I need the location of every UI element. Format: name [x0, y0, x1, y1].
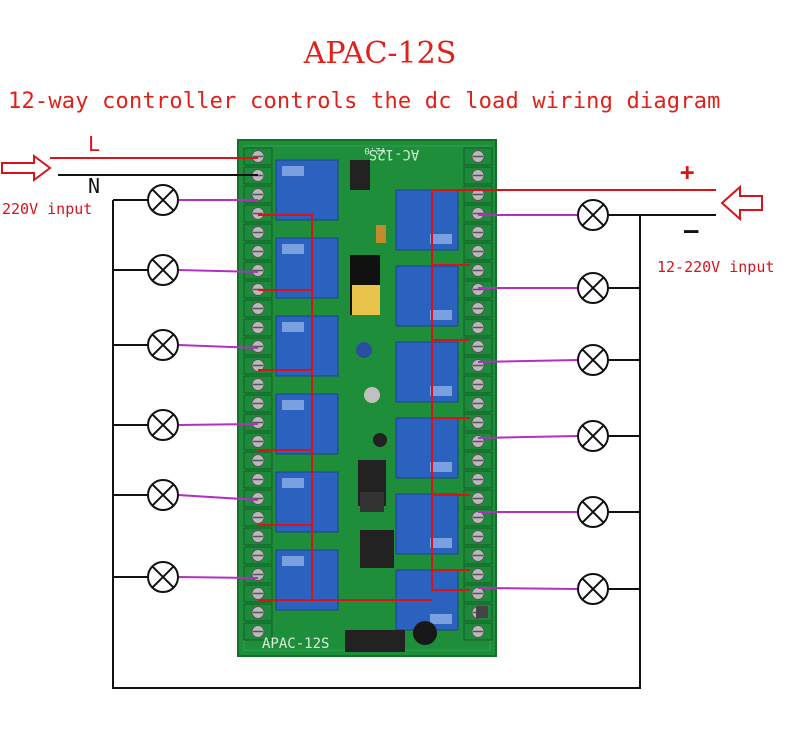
load-wire	[177, 269, 259, 273]
logic-ics	[358, 460, 394, 568]
load-wire	[177, 494, 259, 501]
ac-input-arrow	[1, 154, 52, 182]
relay-array	[275, 159, 459, 631]
load-wire	[477, 587, 579, 590]
power-module	[350, 160, 387, 447]
diagram-title: APAC-12S	[303, 36, 457, 71]
ac-voltage-label: 220V input	[2, 200, 93, 218]
board-bottom-connectors	[345, 606, 488, 652]
load-wire	[177, 423, 259, 426]
load-wire	[477, 435, 579, 439]
dc-minus-label: –	[684, 216, 699, 244]
left-terminal-strip	[243, 147, 273, 641]
neutral-return	[112, 200, 641, 689]
dc-plus-label: +	[680, 158, 695, 186]
line-label: L	[88, 132, 101, 156]
board-model-bottom: APAC-12S	[262, 636, 329, 652]
board-model-top: AC-12S	[369, 146, 420, 162]
neutral-label: N	[88, 174, 101, 198]
load-wire	[177, 576, 259, 579]
load-wire	[477, 359, 579, 363]
dc-voltage-label: 12-220V input	[657, 258, 775, 276]
right-common-bus	[431, 189, 500, 591]
board-version: V2.0	[364, 145, 386, 155]
load-wire	[177, 344, 259, 349]
diagram-subtitle: 12-way controller controls the dc load w…	[8, 89, 721, 114]
left-common-bus	[258, 214, 313, 601]
dc-input-arrow	[720, 184, 763, 222]
